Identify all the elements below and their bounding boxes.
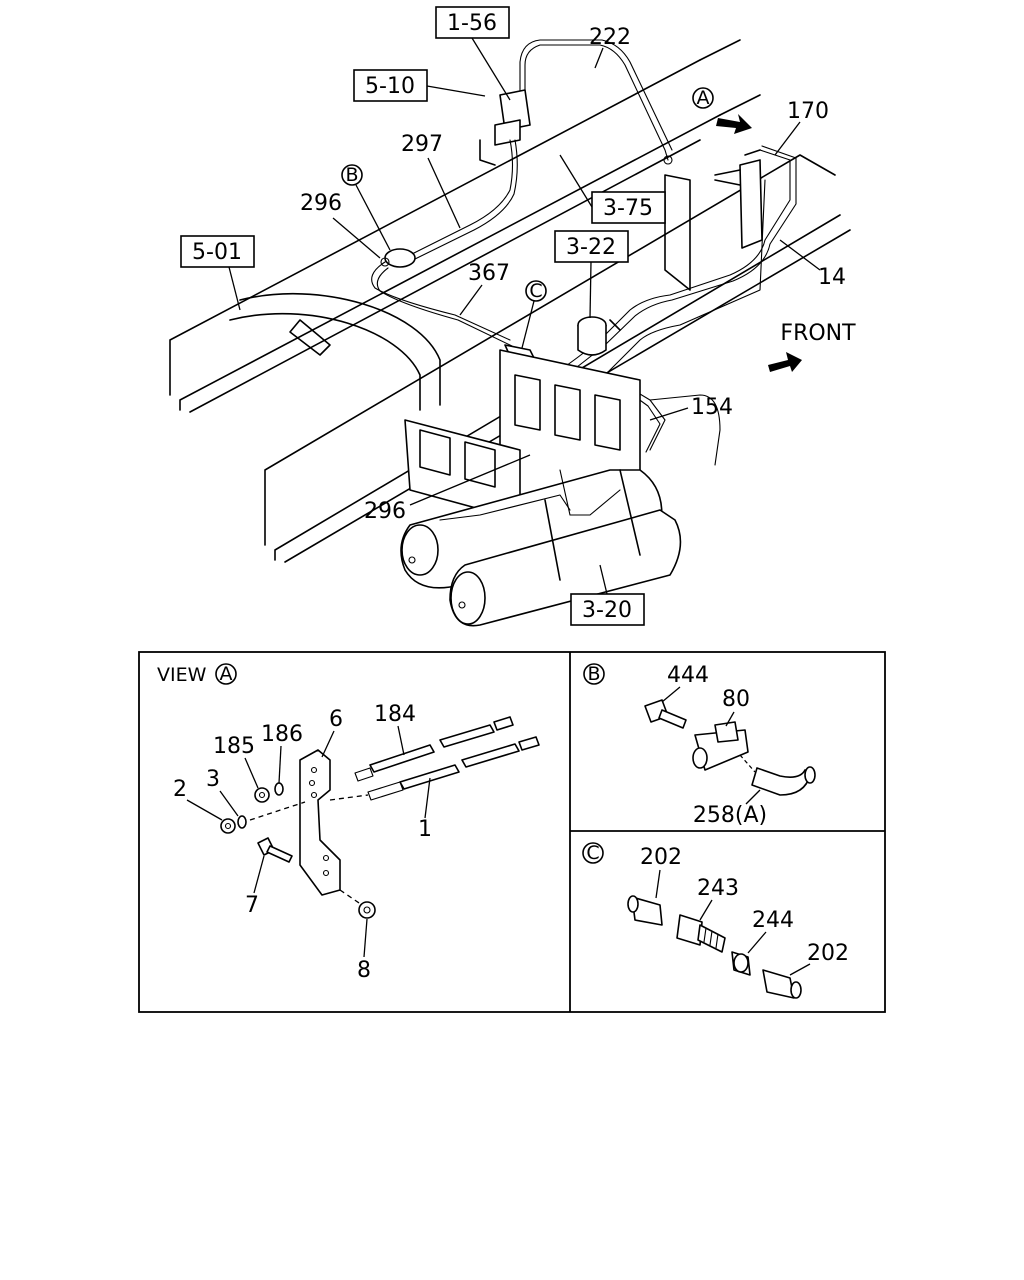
brake-pipe-367: [371, 261, 513, 347]
view-c-sleeve-244: [731, 951, 751, 976]
view-b-elbow-258: [751, 766, 816, 796]
view-b-tee-80: [692, 721, 749, 771]
ref-label-3-20: 3-20: [582, 598, 632, 623]
brake-pipe-14: [559, 145, 797, 381]
view-a-callout-184: 184: [374, 702, 416, 727]
brake-pipe-297: [409, 139, 518, 261]
air-tank-3-20: [400, 469, 682, 627]
view-c-callout-243: 243: [697, 876, 739, 901]
view-a-nut-185: [254, 787, 270, 803]
marker-c-upper: C: [521, 280, 547, 349]
view-b-callout-444: 444: [667, 663, 709, 688]
view-c-union-243: [676, 914, 726, 953]
view-a-washer-3: [237, 815, 247, 829]
ref-box-3-75: 3-75: [591, 191, 666, 224]
ref-label-1-56: 1-56: [447, 11, 497, 36]
bracket-170: [714, 149, 763, 249]
view-a-callout-8: 8: [357, 958, 371, 983]
ref-box-3-22: 3-22: [554, 230, 629, 263]
view-b-callout-80: 80: [722, 687, 750, 712]
callout-154: 154: [691, 395, 733, 420]
view-b-marker: B: [587, 663, 600, 685]
detail-views-frame: [138, 651, 886, 1013]
callout-170: 170: [787, 99, 829, 124]
view-c-marker: C: [586, 842, 599, 864]
view-a-title: VIEW: [157, 664, 207, 686]
ref-box-1-56: 1-56: [435, 6, 510, 39]
view-c-callout-244: 244: [752, 908, 794, 933]
view-a-callout-185: 185: [213, 734, 255, 759]
view-a-callout-6: 6: [329, 707, 343, 732]
view-a-callout-1: 1: [418, 817, 432, 842]
pipe-bracket-vertical: [479, 139, 691, 291]
view-a-callout-2: 2: [173, 777, 187, 802]
callout-367: 367: [468, 261, 510, 286]
view-a-nut-8: [358, 901, 376, 919]
view-a-marker: A: [220, 663, 233, 685]
view-a-bolt-7: [257, 837, 293, 863]
front-label: FRONT: [780, 321, 856, 346]
frame-rail-rear: [169, 39, 761, 413]
callouts-upper: 222 170 297 296 367 14 154 296: [300, 25, 846, 524]
view-c-nut-202-right: [762, 969, 802, 999]
callout-222: 222: [589, 25, 631, 50]
component-3-22: [577, 316, 621, 356]
ref-box-3-20: 3-20: [570, 593, 645, 626]
cross-member: [229, 293, 441, 411]
main-assembly-illustration: [169, 39, 851, 627]
ref-label-3-75: 3-75: [603, 196, 653, 221]
marker-a-label: A: [697, 87, 710, 109]
view-a-bracket-6: [299, 749, 341, 896]
view-a-pipe-1: [367, 736, 540, 801]
marker-a-upper: A: [692, 87, 714, 109]
view-b-panel: B 444 80 258(A): [583, 663, 816, 828]
view-a-pipe-184: [354, 716, 514, 782]
view-b-callout-258: 258(A): [693, 803, 767, 828]
brake-pipe-222: [519, 39, 673, 165]
ref-label-3-22: 3-22: [566, 235, 616, 260]
view-a-callout-186: 186: [261, 722, 303, 747]
marker-b-label: B: [345, 164, 358, 186]
marker-c-label: C: [529, 280, 542, 302]
ref-box-5-10: 5-10: [353, 69, 428, 102]
callout-297: 297: [401, 132, 443, 157]
view-b-bolt-444: [644, 699, 687, 729]
view-a-washer-186: [274, 782, 284, 796]
view-c-panel: C 202 243 244 202: [582, 842, 849, 999]
view-a-panel: VIEW A: [157, 663, 540, 983]
ref-label-5-01: 5-01: [192, 240, 242, 265]
marker-b-upper: B: [341, 164, 391, 251]
view-a-callout-3: 3: [206, 767, 220, 792]
ref-box-5-01: 5-01: [180, 235, 255, 268]
valve-1-56: [494, 89, 531, 146]
ref-leaders: [228, 37, 608, 595]
view-c-callout-202-right: 202: [807, 941, 849, 966]
view-c-callout-202-left: 202: [640, 845, 682, 870]
callout-14: 14: [818, 265, 846, 290]
tee-fitting-b: [380, 248, 416, 268]
callout-296-top: 296: [300, 191, 342, 216]
view-a-callout-7: 7: [245, 893, 259, 918]
view-c-nut-202-left: [627, 895, 663, 926]
arrow-view-a: [716, 114, 752, 134]
callout-296-bottom: 296: [364, 499, 406, 524]
view-a-nut-2: [220, 818, 236, 834]
ref-label-5-10: 5-10: [365, 74, 415, 99]
arrow-front: [768, 352, 802, 372]
